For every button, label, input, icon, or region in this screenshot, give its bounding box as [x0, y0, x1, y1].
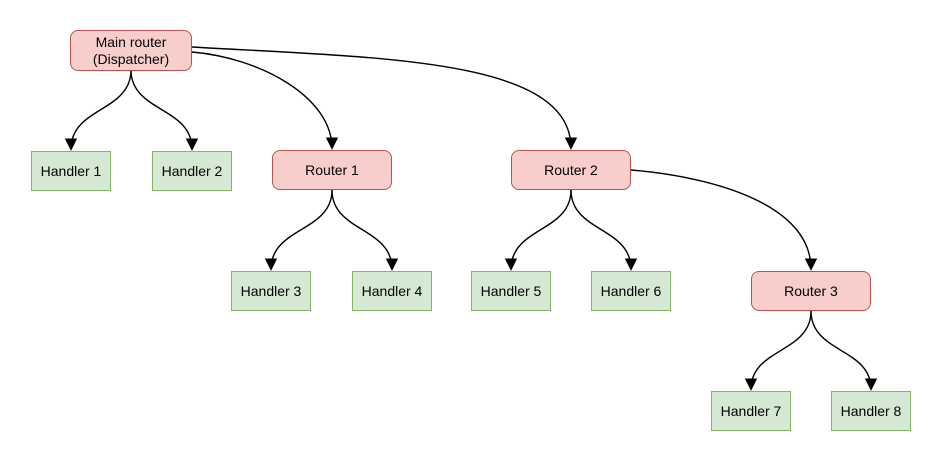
node-handler-1: Handler 1: [31, 151, 111, 191]
edge-router2-to-router3: [630, 169, 818, 271]
node-router-3: Router 3: [751, 271, 871, 311]
node-handler-3-label: Handler 3: [240, 282, 302, 299]
edge-router1-to-handler4: [331, 189, 399, 271]
node-router-1-label: Router 1: [305, 161, 359, 178]
edge-router2-to-handler5: [504, 189, 572, 271]
node-handler-4-label: Handler 4: [361, 282, 423, 299]
node-handler-8-label: Handler 8: [840, 402, 902, 419]
node-handler-6-label: Handler 6: [600, 282, 662, 299]
edge-main-to-handler2: [130, 69, 199, 151]
node-main-router: Main router (Dispatcher): [70, 30, 192, 71]
node-handler-2-label: Handler 2: [161, 162, 223, 179]
node-handler-6: Handler 6: [591, 271, 671, 311]
node-handler-8: Handler 8: [831, 391, 911, 431]
edge-main-to-router2: [191, 46, 578, 150]
node-handler-7: Handler 7: [711, 391, 791, 431]
node-router-2: Router 2: [511, 150, 631, 190]
node-main-router-label: Main router (Dispatcher): [92, 33, 170, 67]
node-handler-5-label: Handler 5: [480, 282, 542, 299]
node-router-1: Router 1: [272, 150, 392, 190]
node-handler-7-label: Handler 7: [720, 402, 782, 419]
node-handler-5: Handler 5: [471, 271, 551, 311]
node-router-2-label: Router 2: [544, 161, 598, 178]
node-handler-4: Handler 4: [352, 271, 432, 311]
edge-router3-to-handler8: [810, 310, 878, 391]
node-router-3-label: Router 3: [784, 282, 838, 299]
node-handler-2: Handler 2: [152, 151, 232, 191]
edge-main-to-handler1: [64, 69, 132, 151]
edge-router1-to-handler3: [264, 189, 333, 271]
edge-router2-to-handler6: [570, 189, 638, 271]
node-handler-3: Handler 3: [231, 271, 311, 311]
node-handler-1-label: Handler 1: [40, 162, 102, 179]
edge-router3-to-handler7: [744, 310, 812, 391]
edge-main-to-router1: [191, 51, 339, 150]
